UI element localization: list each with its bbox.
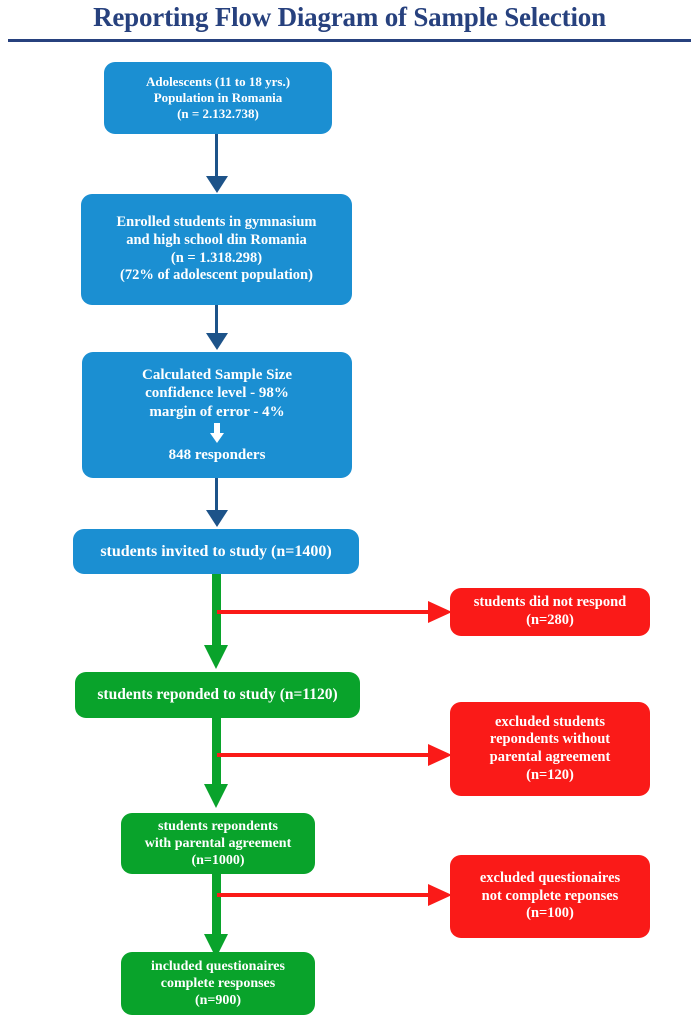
node-with-parental: students repondents with parental agreem…: [121, 813, 315, 874]
connector-responded-to-with-parental: [212, 718, 221, 788]
node-enrolled: Enrolled students in gymnasium and high …: [81, 194, 352, 305]
node-with-parental-line-2: with parental agreement: [144, 835, 292, 851]
node-no-respond: students did not respond (n=280): [450, 588, 650, 636]
node-with-parental-line-1: students repondents: [158, 818, 278, 834]
arrowhead-responded-to-with-parental: [204, 784, 228, 808]
connector-population-to-enrolled: [215, 134, 218, 180]
connector-with-parental-to-included: [212, 874, 221, 938]
arrowhead-population-to-enrolled: [206, 176, 228, 193]
node-sample-size-line-2: confidence level - 98%: [145, 385, 289, 402]
node-included-line-2: complete responses: [160, 975, 276, 991]
node-excluded-no-parental-line-1: excluded students: [495, 713, 605, 730]
node-sample-size-result: 848 responders: [168, 446, 266, 463]
arrowhead-enrolled-to-sample-size: [206, 333, 228, 350]
node-invited-line-1: students invited to study (n=1400): [100, 542, 332, 560]
arrowhead-excluded-no-parental: [428, 744, 452, 766]
node-excluded-no-parental: excluded students repondents without par…: [450, 702, 650, 796]
node-included-line-3: (n=900): [194, 993, 242, 1009]
page-title: Reporting Flow Diagram of Sample Selecti…: [93, 2, 606, 32]
connector-invited-to-responded: [212, 574, 221, 649]
node-excluded-incomplete-line-1: excluded questionaires: [479, 869, 621, 886]
node-no-respond-line-2: (n=280): [526, 612, 574, 628]
node-excluded-no-parental-line-4: (n=120): [526, 766, 574, 783]
node-excluded-no-parental-line-2: repondents without: [489, 731, 611, 748]
down-arrow-icon: [210, 422, 224, 443]
branch-excluded-incomplete: [217, 893, 430, 897]
node-invited: students invited to study (n=1400): [73, 529, 359, 574]
node-included: included questionaires complete response…: [121, 952, 315, 1015]
node-excluded-incomplete-line-2: not complete reponses: [481, 887, 619, 904]
node-enrolled-line-4: (72% of adolescent population): [120, 267, 313, 284]
node-enrolled-line-1: Enrolled students in gymnasium: [116, 214, 317, 231]
connector-enrolled-to-sample-size: [215, 305, 218, 337]
node-enrolled-line-3: (n = 1.318.298): [170, 249, 263, 266]
node-included-line-1: included questionaires: [151, 958, 285, 974]
node-sample-size-line-1: Calculated Sample Size: [142, 366, 292, 383]
node-population: Adolescents (11 to 18 yrs.) Population i…: [104, 62, 332, 134]
node-sample-size-line-3: margin of error - 4%: [149, 403, 285, 420]
branch-no-respond: [217, 610, 430, 614]
node-population-line-3: (n = 2.132.738): [177, 105, 259, 121]
node-excluded-incomplete-line-3: (n=100): [526, 905, 574, 922]
node-population-line-2: Population in Romania: [153, 90, 283, 106]
node-sample-size: Calculated Sample Size confidence level …: [82, 352, 352, 478]
arrowhead-excluded-incomplete: [428, 884, 452, 906]
node-enrolled-line-2: and high school din Romania: [126, 231, 307, 248]
arrowhead-sample-size-to-invited: [206, 510, 228, 527]
node-excluded-no-parental-line-3: parental agreement: [489, 749, 611, 765]
branch-excluded-no-parental: [217, 753, 430, 757]
node-no-respond-line-1: students did not respond: [473, 594, 627, 611]
node-responded: students reponded to study (n=1120): [75, 672, 360, 718]
node-excluded-incomplete: excluded questionaires not complete repo…: [450, 855, 650, 938]
node-responded-line-1: students reponded to study (n=1120): [97, 685, 338, 703]
node-population-line-1: Adolescents (11 to 18 yrs.): [145, 74, 291, 90]
title-underline: [8, 39, 691, 42]
arrowhead-invited-to-responded: [204, 645, 228, 669]
connector-sample-size-to-invited: [215, 478, 218, 514]
arrowhead-no-respond: [428, 601, 452, 623]
node-with-parental-line-3: (n=1000): [191, 853, 245, 869]
